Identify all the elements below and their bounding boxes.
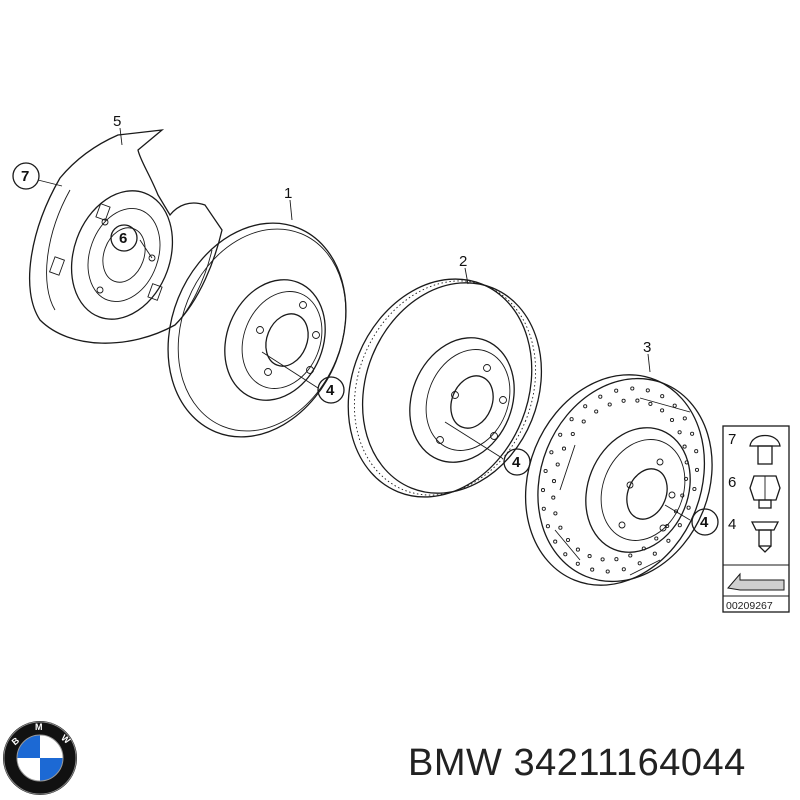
drill-hole: [614, 557, 619, 562]
drill-hole: [543, 468, 548, 474]
part-label-1: 1: [284, 185, 292, 202]
torx-bolt-icon: [749, 434, 781, 465]
drill-hole: [569, 417, 574, 422]
callout-4-disc-2: 4: [503, 448, 531, 476]
drill-hole: [551, 479, 557, 484]
callout-6: 6: [110, 224, 138, 252]
drill-hole: [683, 476, 689, 481]
drill-hole: [600, 557, 605, 562]
drill-hole: [630, 386, 635, 391]
drill-hole: [541, 506, 546, 511]
drill-hole: [677, 523, 682, 528]
drill-hole: [686, 505, 691, 510]
drill-hole: [551, 495, 556, 500]
svg-text:B: B: [10, 735, 22, 747]
drill-hole: [558, 525, 563, 530]
drill-hole: [641, 546, 646, 551]
drill-hole: [635, 398, 640, 403]
drill-hole: [654, 536, 659, 541]
drill-hole: [587, 554, 592, 559]
legend-item-4: 4: [728, 516, 736, 533]
drill-hole: [583, 404, 588, 409]
leader-lines: [37, 127, 691, 521]
drill-hole: [648, 401, 653, 406]
part-label-3: 3: [643, 339, 651, 356]
svg-text:7: 7: [21, 168, 29, 185]
drill-hole: [637, 561, 642, 566]
svg-text:6: 6: [119, 230, 127, 247]
legend-item-7: 7: [728, 431, 736, 448]
drill-hole: [672, 403, 677, 408]
part-label-2: 2: [459, 253, 467, 270]
drill-hole: [549, 450, 554, 455]
callout-7: 7: [12, 162, 40, 190]
drill-hole: [684, 460, 689, 465]
drill-hole: [669, 417, 675, 423]
drill-hole: [660, 408, 665, 413]
drill-hole: [666, 538, 671, 543]
drill-hole: [575, 547, 580, 552]
drill-hole: [605, 569, 610, 574]
drill-hole: [598, 394, 603, 399]
drill-hole: [594, 409, 599, 414]
brake-disc-drilled: [524, 374, 713, 586]
drill-hole: [558, 432, 563, 437]
drill-hole: [614, 388, 619, 393]
drill-hole: [581, 419, 586, 424]
diagram-code: 00209267: [726, 600, 773, 612]
drill-hole: [621, 398, 626, 403]
drill-hole: [540, 488, 546, 493]
part-number: 34211164044: [513, 742, 746, 784]
svg-text:4: 4: [326, 382, 335, 399]
drill-hole: [555, 462, 560, 467]
drill-hole: [652, 551, 657, 556]
part-caption: BMW 34211164044: [408, 738, 793, 788]
drill-hole: [682, 444, 687, 449]
drill-hole: [645, 388, 650, 393]
drill-hole: [545, 524, 550, 529]
drill-hole: [677, 430, 682, 435]
drill-hole: [673, 509, 679, 514]
wheel-bolt-icon: [750, 521, 780, 553]
drill-hole: [607, 402, 612, 407]
drill-hole: [553, 511, 558, 516]
drill-hole: [682, 416, 687, 421]
drill-hole: [561, 446, 567, 451]
drill-hole: [563, 552, 568, 557]
drill-hole: [660, 394, 665, 399]
direction-arrow-icon: [727, 572, 785, 591]
drill-hole: [690, 431, 695, 436]
brand-name: BMW: [408, 742, 503, 784]
drill-hole: [565, 537, 571, 543]
hex-bolt-icon: [749, 475, 781, 509]
callout-4-disc-1: 4: [317, 376, 345, 404]
svg-text:4: 4: [700, 514, 709, 531]
bmw-logo: B M W: [3, 721, 77, 795]
callout-4-disc-3: 4: [691, 508, 719, 536]
drill-hole: [575, 561, 580, 566]
drill-hole: [553, 539, 558, 544]
fastener-legend: 7 6 4 00209267: [722, 425, 790, 613]
drill-hole: [680, 493, 685, 498]
drill-hole: [694, 449, 699, 454]
drill-hole: [621, 567, 626, 572]
drill-hole: [694, 467, 700, 472]
brake-disc-vented: [347, 278, 543, 498]
svg-text:4: 4: [512, 454, 521, 471]
drill-hole: [692, 486, 697, 492]
brake-disc-plain: [167, 222, 347, 438]
drill-hole: [628, 553, 633, 558]
part-label-5: 5: [113, 113, 121, 130]
drill-hole: [570, 431, 575, 437]
drill-hole: [590, 567, 595, 572]
legend-item-6: 6: [728, 474, 736, 491]
svg-text:M: M: [35, 722, 43, 732]
